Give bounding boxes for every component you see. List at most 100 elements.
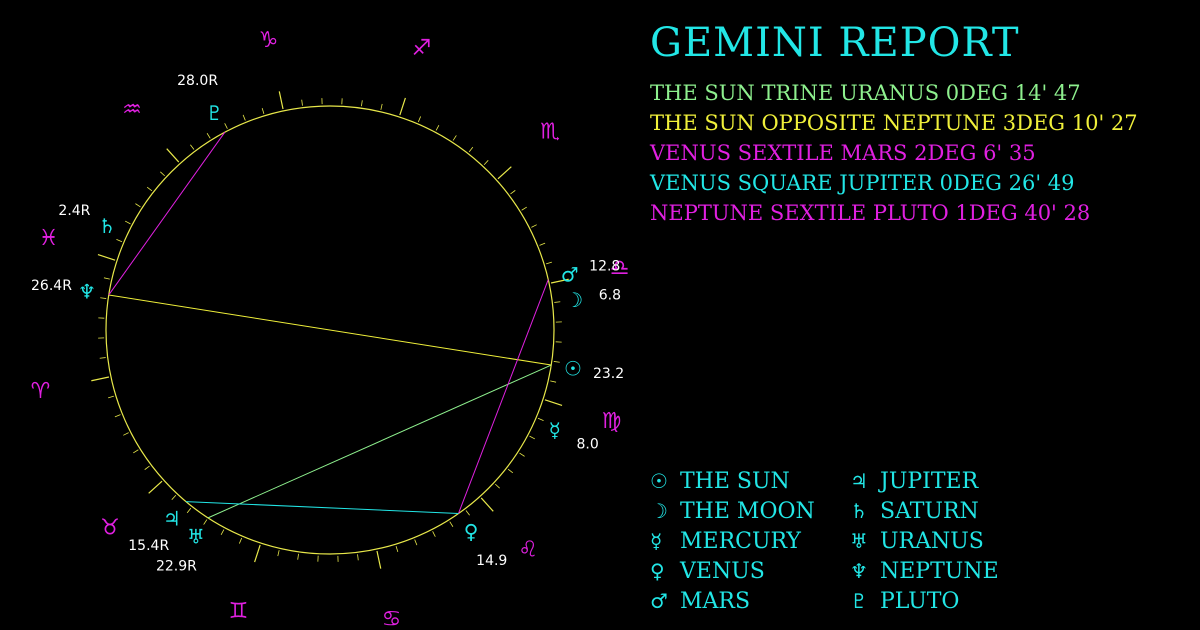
legend-label: THE MOON — [680, 498, 815, 524]
wheel-minor-tick — [468, 146, 474, 153]
mars-icon: ♂ — [650, 589, 668, 613]
wheel-minor-tick — [519, 452, 525, 457]
gemini-sign-icon: ♊ — [229, 599, 249, 624]
legend-label: NEPTUNE — [880, 558, 999, 584]
wheel-major-tick — [480, 497, 494, 512]
wheel-minor-tick — [495, 483, 500, 489]
aspect-item: NEPTUNE SEXTILE PLUTO 1DEG 40' 28 — [650, 201, 1091, 225]
wheel-minor-tick — [203, 519, 208, 525]
wheel-minor-tick — [553, 361, 560, 363]
pisces-sign-icon: ♓ — [39, 226, 59, 251]
wheel-major-tick — [550, 278, 569, 284]
wheel-minor-tick — [301, 99, 303, 106]
wheel-major-tick — [97, 254, 116, 261]
wheel-minor-tick — [521, 206, 527, 211]
legend-item-moon: ☽ THE MOON — [650, 496, 850, 526]
wheel-minor-tick — [224, 123, 228, 129]
sun-degree-label: 23.2 — [593, 366, 624, 382]
jupiter-icon: ♃ — [850, 469, 868, 493]
wheel-minor-tick — [242, 114, 246, 121]
aspect-line-sun-neptune — [108, 294, 552, 366]
wheel-minor-tick — [123, 432, 129, 436]
wheel-minor-tick — [395, 546, 399, 552]
mars-degree-label: 12.8 — [589, 259, 620, 275]
libra-sign-icon: ♎ — [610, 256, 630, 281]
legend-item-pluto: ♇ PLUTO — [850, 586, 1050, 616]
venus-icon: ♀ — [464, 520, 479, 544]
mars-icon: ♂ — [561, 263, 579, 287]
wheel-minor-tick — [190, 144, 195, 150]
legend-item-neptune: ♆ NEPTUNE — [850, 556, 1050, 586]
wheel-minor-tick — [361, 100, 363, 107]
wheel-minor-tick — [465, 510, 470, 516]
legend-label: MARS — [680, 588, 751, 614]
wheel-minor-tick — [297, 553, 299, 560]
saturn-icon: ♄ — [98, 214, 116, 238]
wheel-minor-tick — [449, 521, 454, 527]
wheel-minor-tick — [108, 395, 114, 399]
leo-sign-icon: ♌ — [518, 537, 538, 562]
wheel-major-tick — [278, 91, 284, 110]
wheel-minor-tick — [417, 116, 422, 123]
legend-item-uranus: ♅ URANUS — [850, 526, 1050, 556]
legend-label: PLUTO — [880, 588, 960, 614]
wheel-minor-tick — [160, 171, 165, 177]
uranus-icon: ♅ — [850, 529, 868, 553]
legend-label: MERCURY — [680, 528, 801, 554]
cancer-sign-icon: ♋ — [382, 607, 402, 630]
mercury-icon: ☿ — [650, 529, 663, 553]
aspect-list: THE SUN TRINE URANUS 0DEG 14' 47 THE SUN… — [650, 78, 1138, 228]
wheel-minor-tick — [220, 529, 225, 536]
aquarius-sign-icon: ♒ — [122, 98, 142, 123]
wheel-minor-tick — [135, 203, 141, 208]
legend-item-sun: ☉ THE SUN — [650, 466, 850, 496]
venus-degree-label: 14.9 — [476, 553, 507, 569]
aspect-item: THE SUN TRINE URANUS 0DEG 14' 47 — [650, 81, 1081, 105]
legend-item-jupiter: ♃ JUPITER — [850, 466, 1050, 496]
jupiter-icon: ♃ — [163, 506, 181, 530]
aspect-item: VENUS SQUARE JUPITER 0DEG 26' 49 — [650, 171, 1075, 195]
wheel-minor-tick — [432, 531, 436, 537]
wheel-major-tick — [254, 544, 261, 563]
moon-icon: ☽ — [565, 288, 583, 312]
wheel-major-tick — [91, 376, 110, 382]
neptune-icon: ♆ — [850, 559, 868, 583]
wheel-minor-tick — [507, 468, 514, 474]
uranus-icon: ♅ — [187, 524, 205, 548]
pluto-icon: ♇ — [850, 589, 868, 613]
sun-icon: ☉ — [650, 469, 668, 493]
wheel-minor-tick — [537, 417, 544, 422]
virgo-sign-icon: ♍ — [602, 409, 622, 434]
uranus-degree-label: 22.9R — [156, 559, 197, 575]
legend-item-venus: ♀ VENUS — [650, 556, 850, 586]
wheel-minor-tick — [357, 554, 359, 561]
moon-icon: ☽ — [650, 499, 668, 523]
aspect-line-sun-uranus — [207, 364, 552, 519]
aspect-item: VENUS SEXTILE MARS 2DEG 6' 35 — [650, 141, 1036, 165]
legend-label: JUPITER — [880, 468, 979, 494]
planet-legend: ☉ THE SUN ♃ JUPITER ☽ THE MOON ♄ SATURN … — [650, 466, 1050, 616]
page-title: GEMINI REPORT — [650, 20, 1020, 66]
mercury-degree-label: 8.0 — [576, 437, 598, 453]
wheel-minor-tick — [380, 103, 383, 110]
wheel-minor-tick — [554, 301, 561, 303]
wheel-minor-tick — [238, 537, 243, 544]
wheel-minor-tick — [261, 108, 265, 114]
wheel-minor-tick — [116, 238, 123, 243]
wheel-minor-tick — [114, 414, 121, 418]
wheel-minor-tick — [146, 186, 153, 192]
venus-icon: ♀ — [650, 559, 665, 583]
legend-label: THE SUN — [680, 468, 790, 494]
wheel-minor-tick — [144, 465, 150, 470]
wheel-minor-tick — [100, 297, 107, 299]
wheel-minor-tick — [539, 242, 546, 246]
wheel-major-tick — [376, 550, 382, 569]
wheel-minor-tick — [531, 224, 537, 228]
pluto-degree-label: 28.0R — [177, 73, 218, 89]
legend-label: URANUS — [880, 528, 984, 554]
wheel-minor-tick — [186, 507, 192, 514]
wheel-minor-tick — [435, 124, 440, 131]
wheel-minor-tick — [510, 190, 516, 195]
wheel-major-tick — [148, 480, 163, 494]
natal-wheel: ♑♐♏♎♍♌♋♊♉♈♓♒♇28.0R♄2.4R♆26.4R♂12.8☽6.8☉2… — [31, 28, 630, 630]
